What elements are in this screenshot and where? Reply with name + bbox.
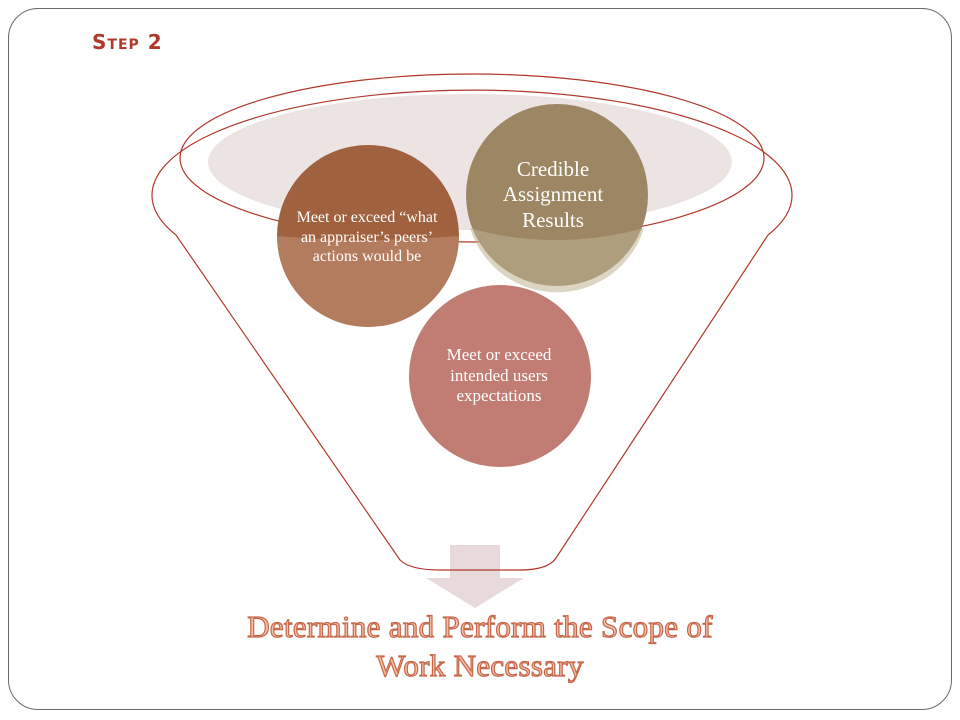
step-title: Step 2 [92, 30, 163, 54]
circle-credible-lower [470, 228, 644, 293]
circle-peers-lower [277, 236, 459, 327]
circle-peers-label: Meet or exceed “what an appraiser’s peer… [296, 209, 438, 266]
funnel-inner-ring [179, 73, 765, 243]
circle-users-expectations [409, 285, 591, 467]
down-arrow-icon [426, 545, 524, 608]
funnel-result-text: Determine and Perform the Scope of Work … [247, 608, 713, 683]
circle-users-label: Meet or exceed intended users expectatio… [446, 345, 552, 406]
funnel-outline-outer [151, 89, 793, 571]
circle-credible-label: Credible Assignment Results [502, 157, 604, 232]
